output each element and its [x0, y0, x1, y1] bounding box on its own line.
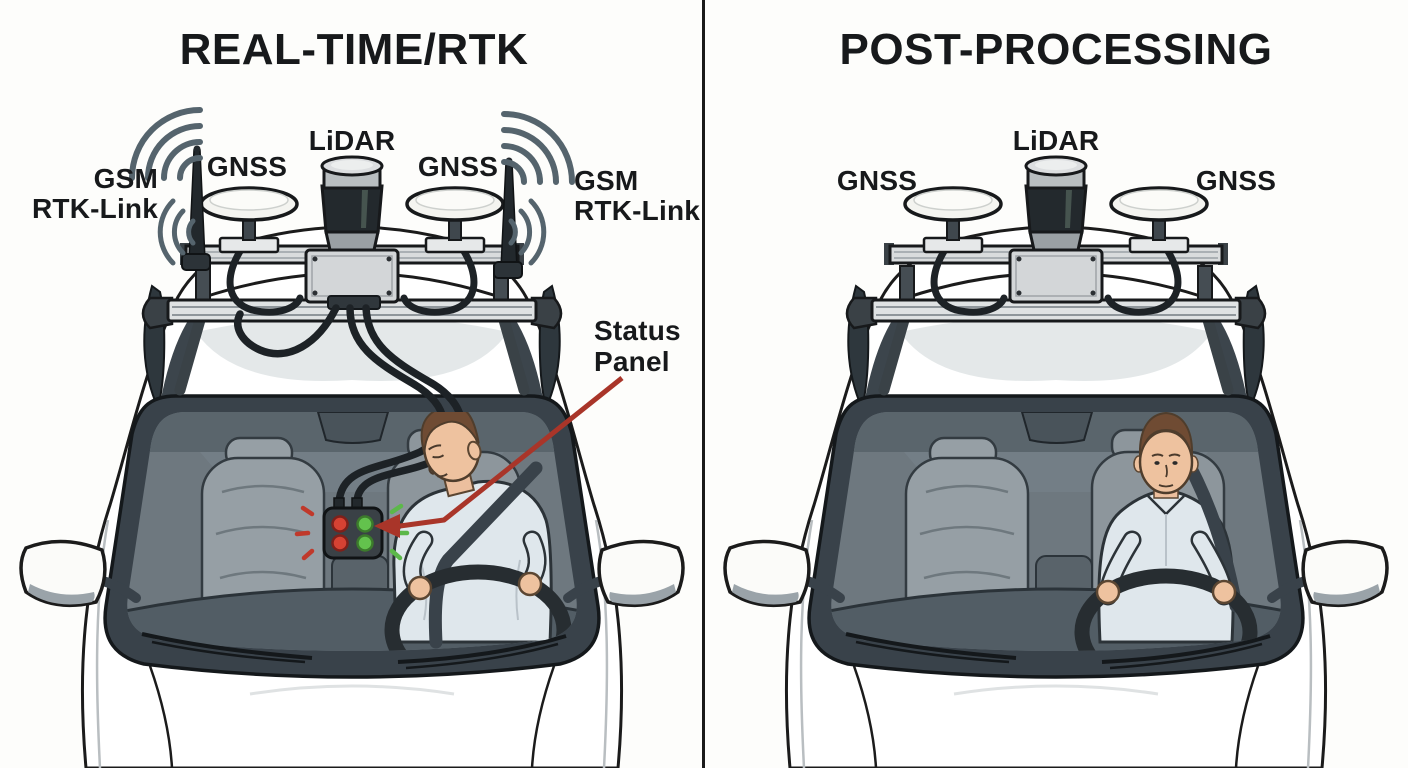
antenna-rod	[500, 161, 518, 269]
hair	[1138, 412, 1194, 457]
label-lidar: LiDAR	[309, 125, 396, 156]
driver-figure	[1074, 412, 1258, 651]
panel-box	[322, 506, 384, 560]
label-status-panel-line2: Panel	[594, 346, 670, 377]
led-red	[331, 534, 349, 552]
led-green	[356, 534, 374, 552]
led-red	[331, 515, 349, 533]
hair	[420, 412, 480, 453]
label-gsm-right-line2: RTK-Link	[574, 195, 700, 226]
status-panel-indicator	[294, 497, 410, 561]
arrow-head	[374, 514, 400, 538]
callout-arrow	[374, 376, 624, 538]
eye	[1154, 461, 1160, 465]
label-gsm-right-line1: GSM	[574, 165, 638, 196]
nose-mouth	[1158, 464, 1174, 488]
panel-real-time-rtk: REAL-TIME/RTK GSM RTK-Link GNSS LiDAR GN…	[0, 25, 700, 768]
seat-belt	[428, 461, 543, 649]
label-gnss-right: GNSS	[1196, 165, 1276, 196]
arrow-shaft	[399, 376, 624, 529]
label-lidar: LiDAR	[1013, 125, 1100, 156]
label-gsm-left-line2: RTK-Link	[32, 193, 158, 224]
label-status-panel-line1: Status	[594, 315, 681, 346]
hand-left	[1095, 579, 1121, 605]
antenna-tip	[193, 145, 201, 153]
antenna-base	[181, 253, 211, 271]
hand-right	[1211, 579, 1237, 605]
label-gsm-left-line1: GSM	[94, 163, 158, 194]
face-features	[428, 444, 448, 478]
ear	[467, 440, 482, 461]
label-gnss-left: GNSS	[207, 151, 287, 182]
led-green	[356, 515, 374, 533]
driver-head	[420, 412, 482, 498]
label-gnss-right: GNSS	[418, 151, 498, 182]
eyebrows	[1151, 453, 1181, 457]
hand-left	[407, 575, 433, 601]
steering-wheel	[384, 564, 572, 651]
label-gnss-left: GNSS	[837, 165, 917, 196]
panel-title-right: POST-PROCESSING	[840, 25, 1273, 74]
antenna-base	[493, 261, 523, 279]
panel-title-left: REAL-TIME/RTK	[180, 25, 529, 74]
hand-right	[517, 571, 543, 597]
panel-post-processing: POST-PROCESSING GNSS LiDAR GNSS	[704, 25, 1408, 768]
signal-arcs-icon	[129, 107, 203, 266]
gsm-antenna-left	[181, 145, 211, 271]
driver-head	[1133, 412, 1199, 499]
red-markers	[294, 505, 315, 561]
panel-divider	[702, 0, 705, 768]
signal-arcs-icon	[501, 111, 575, 266]
steering-wheel	[1074, 568, 1258, 651]
eye	[1172, 461, 1178, 465]
